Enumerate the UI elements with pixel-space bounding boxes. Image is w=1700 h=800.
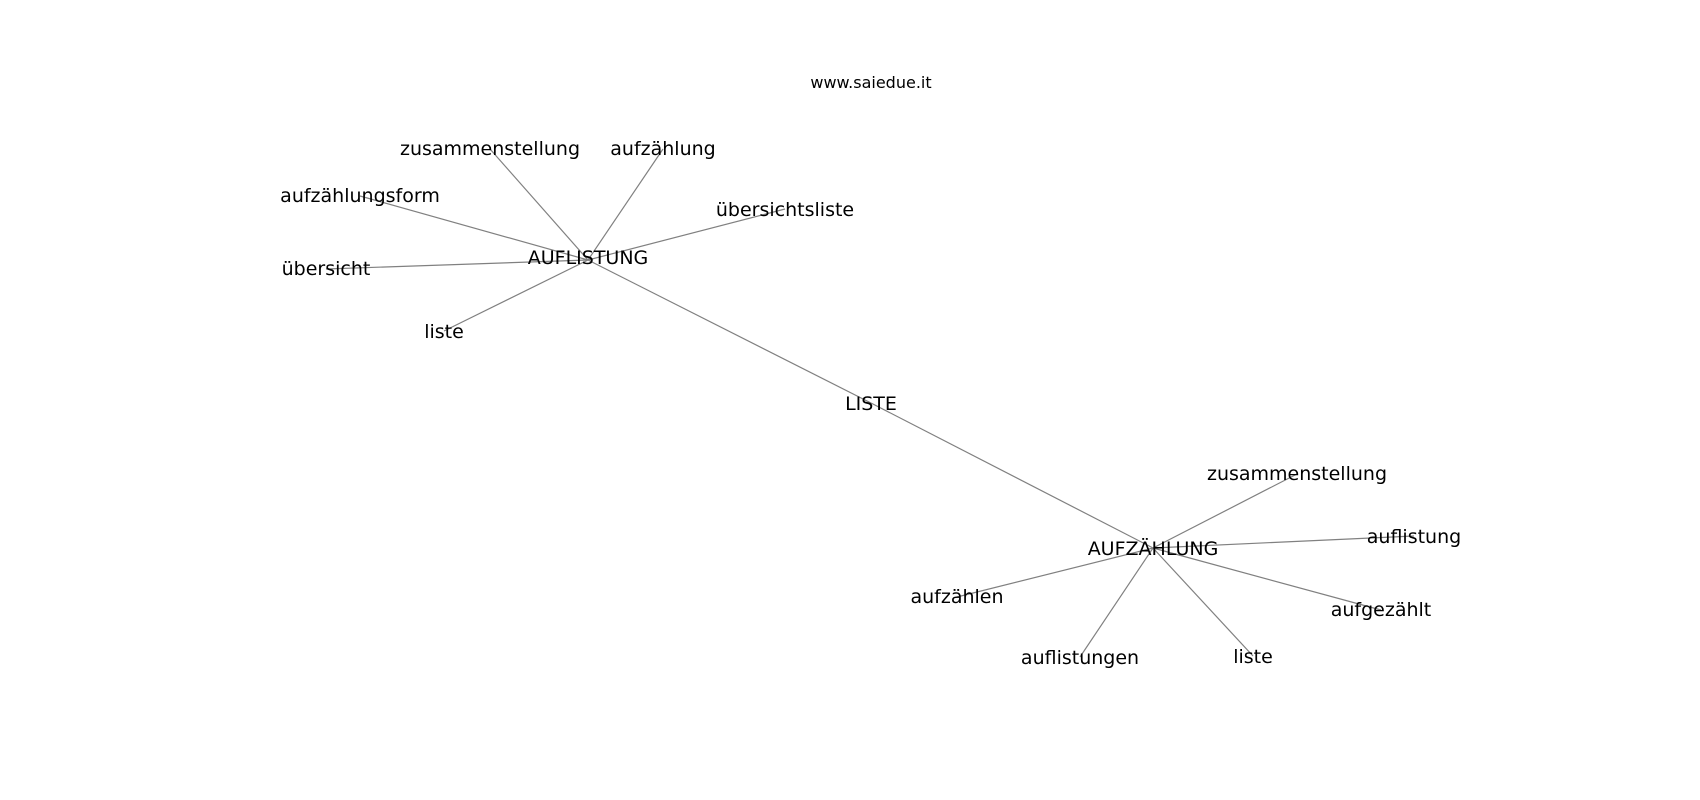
leaf-node-label: übersichtsliste — [716, 199, 854, 221]
edge-hub-1-child-4 — [587, 208, 786, 261]
root-node-label: LISTE — [845, 393, 897, 415]
edge-hub-1-child-2 — [587, 148, 664, 261]
edge-root-hub-2 — [870, 402, 1154, 549]
edge-hub-2-child-1 — [1152, 473, 1298, 549]
edge-hub-1-child-3 — [359, 195, 589, 261]
edge-hub-2-child-3 — [956, 547, 1154, 598]
edges — [325, 148, 1415, 658]
edge-hub-1-child-1 — [489, 148, 589, 261]
labels: www.saiedue.it LISTE AUFLISTUNG AUFZÄHLU… — [280, 73, 1461, 669]
leaf-node-label: aufzählung — [610, 138, 715, 160]
leaf-node-label: liste — [1233, 646, 1273, 668]
leaf-node-label: zusammenstellung — [1207, 463, 1387, 485]
leaf-node-label: auflistung — [1367, 526, 1461, 548]
edge-hub-2-child-6 — [1152, 547, 1254, 657]
leaf-node-label: aufzählen — [910, 586, 1003, 608]
edge-hub-1-child-6 — [443, 259, 589, 332]
hub-node-label-2: AUFZÄHLUNG — [1088, 537, 1219, 560]
watermark: www.saiedue.it — [810, 73, 931, 92]
leaf-node-label: liste — [424, 321, 464, 343]
edge-hub-2-child-2 — [1152, 535, 1415, 549]
edge-hub-1-child-5 — [325, 259, 589, 270]
edge-hub-2-child-4 — [1152, 547, 1382, 611]
leaf-node-label: aufzählungsform — [280, 185, 440, 207]
leaf-node-label: übersicht — [282, 258, 371, 280]
edge-root-hub-1 — [587, 259, 872, 404]
edge-hub-2-child-5 — [1079, 547, 1154, 658]
leaf-node-label: zusammenstellung — [400, 138, 580, 160]
hub-node-label-1: AUFLISTUNG — [528, 247, 649, 269]
leaf-node-label: auflistungen — [1021, 647, 1139, 669]
leaf-node-label: aufgezählt — [1331, 599, 1432, 621]
